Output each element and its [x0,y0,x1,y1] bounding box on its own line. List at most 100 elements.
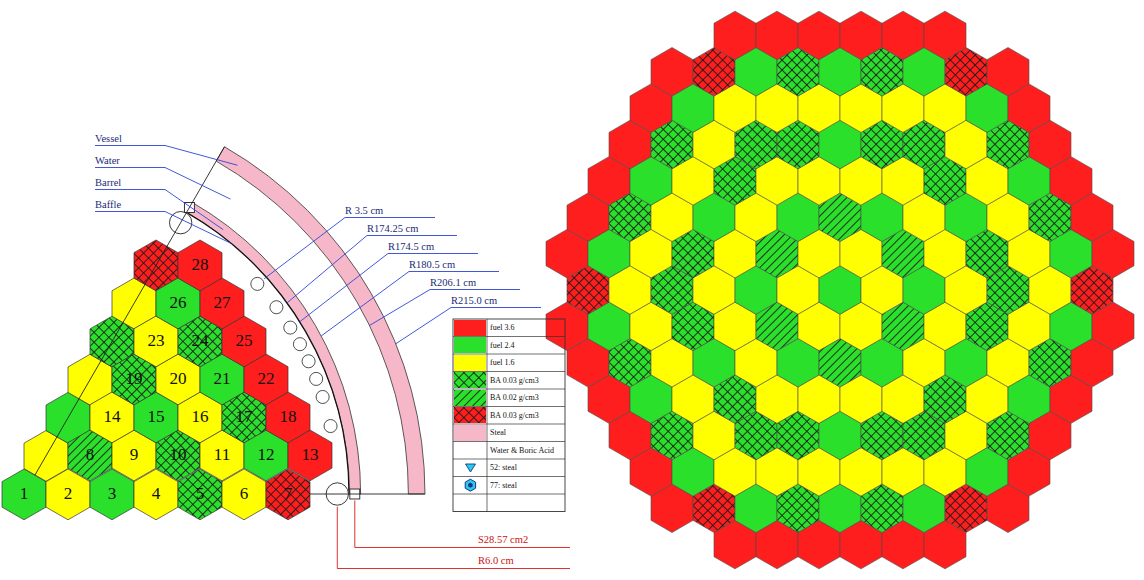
leader-line [95,146,238,166]
legend-rule [453,494,565,495]
pattern-sample [454,407,487,423]
leader-line [95,212,231,244]
leader-line [287,236,457,303]
leader-line [95,168,230,200]
legend-cell: fuel 3.6 [490,319,514,337]
leader-line [355,500,570,547]
dimension-label: R6.0 cm [478,555,514,566]
legend-rule [487,319,488,512]
label-anchor: Barrel [95,172,121,190]
vessel-band [216,147,425,494]
dimension-label: S28.57 cm2 [478,534,528,545]
assembly-hex: 28 [178,240,222,291]
legend-cell: BA 0.02 g/cm3 [490,389,539,407]
pattern-fill [454,390,487,406]
pattern-sample [454,372,487,388]
fuel-assembly [651,48,693,97]
part-name: Barrel [95,177,121,188]
legend-text: Water & Boric Acid [490,442,554,460]
fuel-assembly [840,11,882,60]
label-anchor: R174.5 cm [388,236,434,254]
legend-text: BA 0.02 g/cm3 [490,389,539,407]
radius-label: R180.5 cm [409,259,455,270]
radius-label: R174.5 cm [388,241,434,252]
assembly-number: 28 [178,240,222,291]
pattern-sample [454,390,487,406]
symbol-sample [454,477,487,493]
legend-swatch [454,477,487,493]
assembly-number: 1 [2,469,46,520]
triangle-symbol [465,464,475,472]
legend-swatch [454,407,487,423]
leader-line [95,190,223,230]
leader-line [337,507,570,569]
legend-grid [453,319,565,512]
legend-text: BA 0.03 g/cm3 [490,407,539,425]
hex-shape [2,469,46,520]
legend-text: BA 0.03 g/cm3 [490,372,539,390]
legend-text: fuel 1.6 [490,354,514,372]
leader-line [321,272,499,336]
legend-swatch [454,442,487,458]
radius-label: R174.25 cm [367,223,418,234]
legend-swatch [454,337,487,353]
fuel-assembly [798,11,840,60]
legend-text: fuel 2.4 [490,337,514,355]
legend-cell: Steal [490,424,506,442]
part-name: Vessel [95,133,122,144]
legend-cell: fuel 1.6 [490,354,514,372]
sector-drawing [24,147,425,505]
legend-cell: BA 0.03 g/cm3 [490,407,539,425]
label-anchor: Baffle [95,194,121,212]
legend-cell: Water & Boric Acid [490,442,554,460]
radius-label: R206.1 cm [430,277,476,288]
cooling-hole [270,301,283,314]
hexagon-symbol [465,479,475,491]
hexagon-core [468,483,473,488]
cooling-hole [284,321,297,334]
legend-text: 77: steal [490,477,517,495]
legend-swatch [454,372,487,388]
legend-text: Steal [490,424,506,442]
leader-line [300,254,478,322]
label-anchor: Vessel [95,128,122,146]
label-anchor: R174.25 cm [367,218,418,236]
cooling-hole [302,355,315,368]
radius-label: R 3.5 cm [345,205,383,216]
label-anchor: R206.1 cm [430,272,476,290]
fuel-assembly [987,48,1029,97]
legend-swatch [454,425,487,441]
symmetry-line [24,147,224,494]
legend-rule [453,476,565,477]
full-core-map [546,11,1134,569]
legend-cell: fuel 2.4 [490,337,514,355]
legend-rule [453,389,565,390]
legend-swatch [454,320,487,336]
label-anchor: Water [95,150,120,168]
legend-border [453,319,565,512]
legend-swatch [454,355,487,371]
fuel-assembly [882,11,924,60]
cooling-hole [251,277,264,290]
label-anchor: R 3.5 cm [345,200,383,218]
legend-rule [453,371,565,372]
fuel-assembly [714,11,756,60]
fuel-assembly [924,11,966,60]
label-anchor: R180.5 cm [409,254,455,272]
legend-text: fuel 3.6 [490,319,514,337]
legend-cell: 52: steal [490,459,517,477]
legend-cell: BA 0.03 g/cm3 [490,372,539,390]
symbol-sample [454,460,487,476]
cooling-hole [324,420,337,433]
legend-swatch [454,390,487,406]
label-anchor: R6.0 cm [478,550,514,568]
pattern-fill [454,407,487,423]
cooling-hole [316,390,329,403]
radius-label: R215.0 cm [451,295,497,306]
fuel-assembly [756,11,798,60]
legend-swatch [454,460,487,476]
legend-rule [453,459,565,460]
label-anchor: S28.57 cm2 [478,529,528,547]
cooling-hole [293,338,306,351]
pattern-fill [454,372,487,388]
